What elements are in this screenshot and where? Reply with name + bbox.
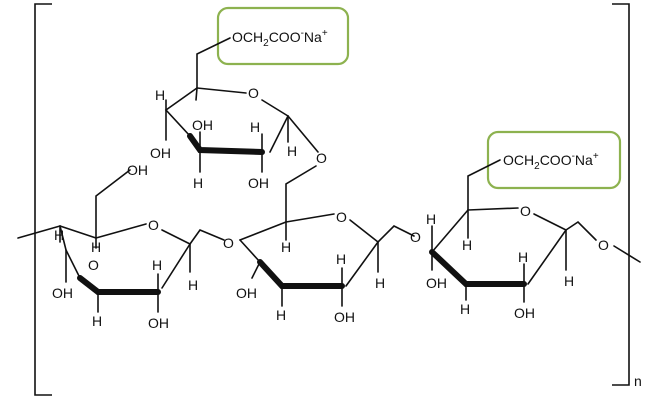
atom-oh-left-ch2oh: OH	[127, 162, 148, 178]
right-glucose-ring	[429, 159, 641, 303]
atom-oh-middle-c2: OH	[334, 309, 355, 325]
atom-o-top-ring: O	[248, 85, 259, 101]
atom-h-top-c5: H	[155, 87, 165, 103]
middle-glucose-ring	[239, 165, 415, 307]
atom-h-middle-c1: H	[375, 275, 385, 291]
atom-o-glyco-middle: O	[410, 229, 421, 245]
atom-h-middle-c5: H	[281, 239, 291, 255]
atom-h-left-c4: H	[54, 227, 64, 243]
left-glucose-ring	[17, 169, 225, 313]
atom-o-left-ring: O	[148, 217, 159, 233]
atom-h-left-c1: H	[188, 277, 198, 293]
atom-oh-right-c4: OH	[426, 275, 447, 291]
right-bracket	[612, 3, 630, 386]
atom-h-left-c3: H	[92, 313, 102, 329]
atom-h-right-c5: H	[426, 211, 436, 227]
atom-h-top-c2: H	[250, 119, 260, 135]
atom-h-middle-c3: H	[276, 307, 286, 323]
atom-o-glyco-right: O	[598, 237, 609, 253]
top-glucose-ring	[164, 37, 319, 173]
atom-o-middle-ring: O	[336, 209, 347, 225]
atom-h-left-c2: H	[152, 257, 162, 273]
atom-o-right-ring: O	[520, 203, 531, 219]
substituent-top-text: OCH2COO-Na+	[232, 28, 328, 49]
atom-o-glyco-left: O	[223, 235, 234, 251]
atom-h-right-c1: H	[564, 273, 574, 289]
atom-h-left-c5: H	[91, 239, 101, 255]
carboxymethyl-highlight-top	[216, 6, 350, 66]
atom-o-left-c4: O	[88, 257, 99, 273]
atom-h-right-c3: H	[460, 301, 470, 317]
atom-o-glyco-top: O	[316, 150, 327, 166]
atom-oh-left-c2: OH	[148, 315, 169, 331]
atom-h-right-c5b: H	[462, 237, 472, 253]
atom-oh-middle-c4: OH	[236, 285, 257, 301]
atom-h-right-c2: H	[518, 249, 528, 265]
atom-oh-top-c3: OH	[192, 117, 213, 133]
substituent-right-text: OCH2COO-Na+	[503, 151, 599, 172]
atom-oh-top-c2: OH	[248, 175, 269, 191]
atom-h-middle-c2: H	[336, 251, 346, 267]
repeat-subscript-n: n	[634, 373, 642, 389]
atom-oh-top-c4: OH	[150, 145, 171, 161]
atom-h-top-c1: H	[287, 143, 297, 159]
atom-oh-left-c4b: OH	[52, 285, 73, 301]
left-bracket	[34, 3, 52, 396]
atom-oh-right-c2: OH	[514, 305, 535, 321]
carboxymethyl-highlight-right	[486, 130, 622, 190]
atom-h-top-c3: H	[193, 175, 203, 191]
